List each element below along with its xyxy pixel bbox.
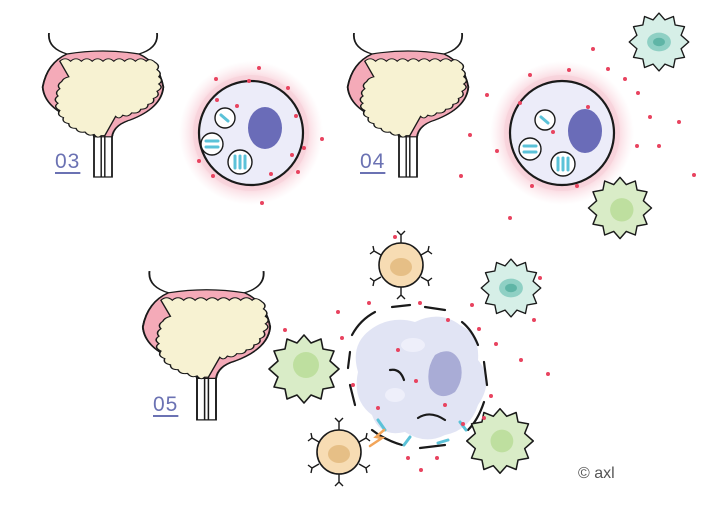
nucleus	[248, 107, 282, 149]
panel-03	[41, 32, 324, 205]
lymphocyte-icon	[307, 417, 371, 487]
immune-cell-icon	[628, 12, 690, 72]
lysed-cell	[284, 303, 489, 450]
immune-cell-icon	[465, 407, 535, 475]
lymphocyte-icon	[369, 230, 433, 300]
copyright-text: © axl	[578, 465, 615, 482]
urothelial-cell-icon	[490, 61, 634, 205]
step-label-05: 05	[153, 393, 179, 416]
immune-cell-icon	[480, 258, 542, 318]
nucleus	[568, 109, 602, 153]
lightning-icon	[368, 428, 386, 448]
immune-cell-icon	[268, 334, 340, 404]
step-label-03: 03	[55, 150, 81, 173]
panel-05	[141, 230, 550, 487]
urothelial-cell-icon	[179, 61, 324, 205]
immune-cell-icon	[587, 176, 653, 240]
panel-04	[346, 12, 696, 240]
step-label-04: 04	[360, 150, 386, 173]
